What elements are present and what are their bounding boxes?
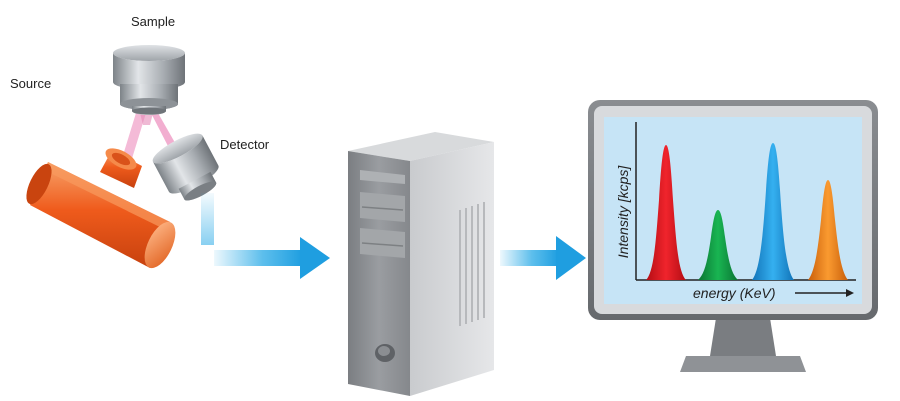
sample-holder-icon [113,45,185,115]
peak-green [698,210,738,280]
detector-label: Detector [220,137,270,152]
peak-orange [808,180,848,280]
arrow-right-icon [201,193,330,279]
x-ray-beams [120,113,178,165]
source-label: Source [10,76,52,91]
x-axis-arrow-icon [795,289,854,297]
x-axis-label: energy (KeV) [693,285,775,301]
computer-tower-icon [348,132,494,396]
arrow-right-icon-2 [500,236,586,280]
peak-blue [752,143,794,280]
peak-red [646,145,686,280]
source-tube-icon [26,148,176,269]
detector-icon [152,133,219,201]
spectrum-chart: Intensity [kcps] energy (KeV) [615,122,856,301]
y-axis-label: Intensity [kcps] [615,165,631,259]
sample-label: Sample [131,14,176,29]
